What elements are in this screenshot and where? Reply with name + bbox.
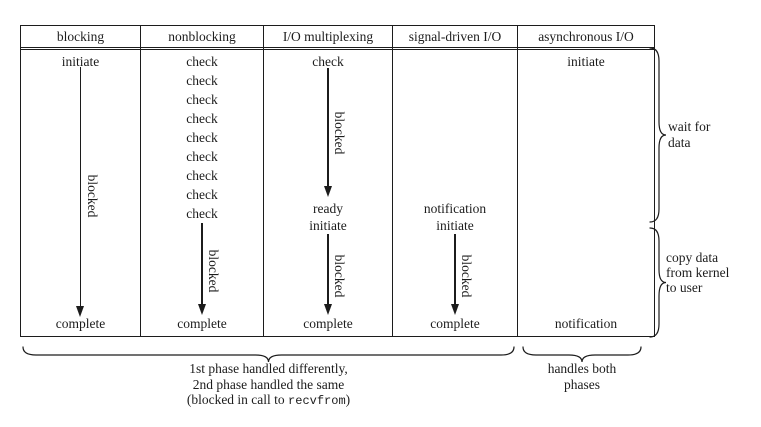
recvfrom-code: recvfrom — [288, 394, 346, 408]
initiate-label: initiate — [436, 218, 474, 233]
async-column-brace — [522, 346, 642, 363]
annotation-line: copy data — [666, 250, 719, 265]
annotation-line: to user — [666, 280, 703, 295]
check-label: check — [186, 149, 218, 164]
column-nonblocking: nonblocking check check check check chec… — [141, 26, 264, 336]
column-header: asynchronous I/O — [518, 26, 654, 50]
caption-text: (blocked in call to — [186, 392, 289, 407]
blocked-arrow — [327, 234, 329, 305]
column-asynchronous: asynchronous I/O initiate notification — [518, 26, 654, 336]
copy-data-annotation: copy data from kernel to user — [666, 250, 729, 295]
column-blocking: blocking initiate blocked complete — [21, 26, 141, 336]
blocked-arrow — [454, 234, 456, 305]
initiate-label: initiate — [61, 54, 100, 69]
io-model-comparison-table: blocking initiate blocked complete nonbl… — [20, 25, 655, 337]
initiate-label: initiate — [309, 218, 347, 233]
blocked-label: blocked — [84, 174, 100, 218]
check-label: check — [312, 54, 344, 69]
column-body: initiate blocked complete — [21, 50, 140, 336]
blocked-arrow — [201, 223, 203, 305]
notification-label: notification — [423, 201, 487, 216]
complete-label: complete — [303, 316, 353, 331]
column-io-multiplexing: I/O multiplexing check blocked ready ini… — [264, 26, 393, 336]
check-label: check — [186, 168, 218, 183]
wait-for-data-annotation: wait for data — [668, 119, 710, 151]
check-label: check — [186, 111, 218, 126]
handles-both-caption: handles both phases — [522, 361, 642, 392]
annotation-line: from kernel — [666, 265, 730, 280]
blocked-label: blocked — [459, 254, 474, 298]
column-header: signal-driven I/O — [393, 26, 517, 50]
column-header: nonblocking — [141, 26, 263, 50]
column-signal-driven: signal-driven I/O notification initiate … — [393, 26, 518, 336]
column-body: notification initiate blocked complete — [393, 50, 517, 336]
check-label: check — [186, 54, 218, 69]
check-label: check — [186, 92, 218, 107]
annotation-line: data — [668, 135, 691, 150]
caption-line: handles both — [547, 361, 617, 376]
check-list: check check check check check check chec… — [141, 52, 263, 223]
column-header: I/O multiplexing — [264, 26, 392, 50]
copy-data-brace — [649, 227, 667, 338]
initiate-label: initiate — [567, 54, 605, 69]
column-body: initiate notification — [518, 50, 654, 336]
caption-line: 2nd phase handled the same — [192, 376, 345, 392]
caption-line: (blocked in call to recvfrom) — [22, 392, 515, 410]
notification-label: notification — [554, 316, 618, 331]
check-label: check — [186, 187, 218, 202]
check-label: check — [186, 73, 218, 88]
column-body: check blocked ready initiate blocked com… — [264, 50, 392, 336]
complete-label: complete — [430, 316, 480, 331]
wait-for-data-brace — [649, 47, 667, 223]
ready-label: ready — [313, 201, 343, 216]
caption-line: phases — [564, 376, 600, 392]
first-four-columns-brace — [22, 346, 515, 363]
blocked-arrow — [79, 67, 81, 307]
column-body: check check check check check check chec… — [141, 50, 263, 336]
caption-line: 1st phase handled differently, — [189, 361, 348, 376]
blocked-label: blocked — [332, 111, 347, 155]
check-label: check — [186, 130, 218, 145]
check-label: check — [186, 206, 218, 221]
complete-label: complete — [55, 316, 106, 331]
blocked-label: blocked — [332, 254, 347, 298]
column-header: blocking — [21, 26, 140, 50]
blocked-label: blocked — [206, 249, 221, 293]
blocked-arrow — [327, 68, 329, 187]
phase-caption: 1st phase handled differently, 2nd phase… — [22, 361, 515, 410]
annotation-line: wait for — [668, 119, 711, 134]
complete-label: complete — [177, 316, 227, 331]
caption-text: ) — [345, 392, 351, 407]
